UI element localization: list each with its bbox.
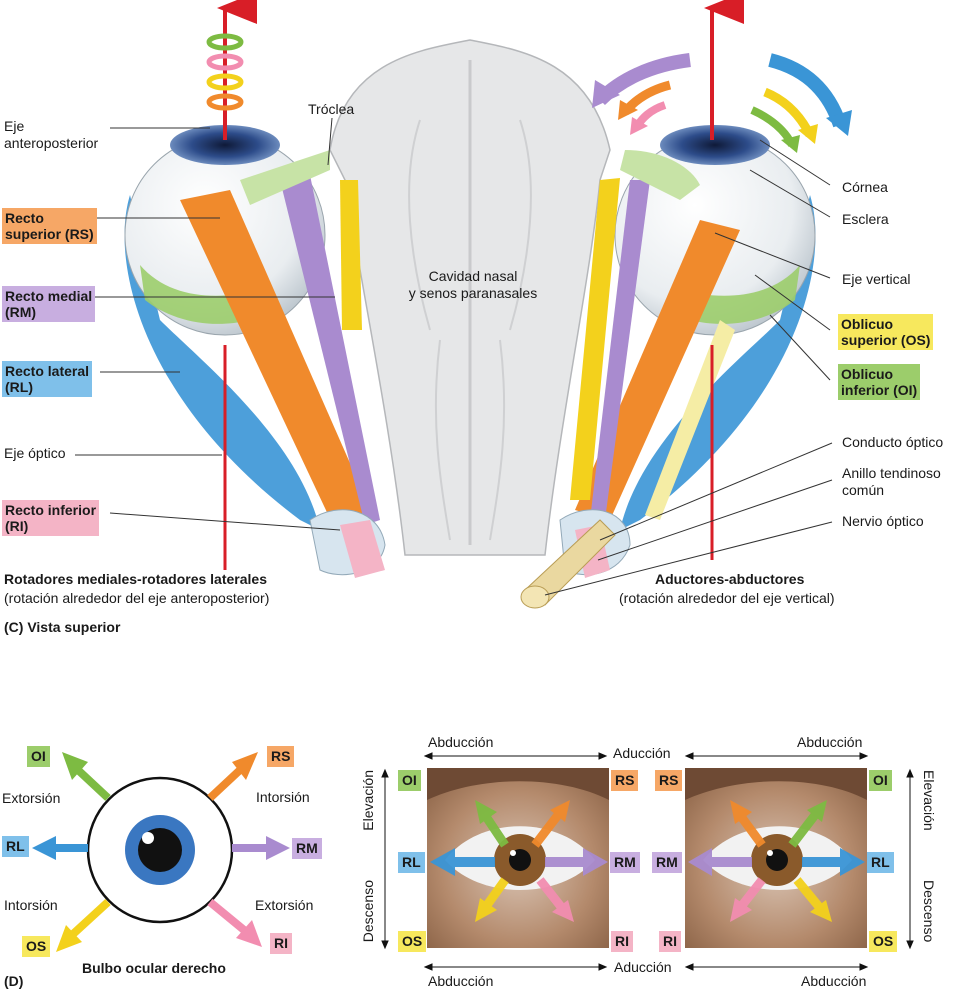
top-label-abduccion-1: Abducción xyxy=(428,734,494,750)
photo1-box-rl: RL xyxy=(398,852,425,873)
photo2-box-os: OS xyxy=(869,931,898,952)
box-os-left: OS xyxy=(22,936,51,957)
box-rl-left: RL xyxy=(2,836,29,857)
bottom-label-abduccion-1: Abducción xyxy=(428,973,494,989)
bottom-label-aduccion: Aducción xyxy=(614,959,672,975)
caption-bulbo-ocular: Bulbo ocular derecho xyxy=(82,960,226,976)
right-eye-diagram xyxy=(32,752,290,952)
photo2-box-rm: RM xyxy=(652,852,682,873)
label-eje-optico: Eje óptico xyxy=(4,445,66,461)
photo1-box-ri: RI xyxy=(611,931,633,952)
caption-view: (C) Vista superior xyxy=(4,619,121,635)
label-cavidad-nasal: Cavidad nasal y senos paranasales xyxy=(408,268,538,301)
caption-left-title: Rotadores mediales-rotadores laterales xyxy=(4,571,267,587)
panel-label-d: (D) xyxy=(4,973,24,989)
box-ri-left: RI xyxy=(270,933,292,954)
label-extorsion-1: Extorsión xyxy=(2,790,61,806)
label-eje-anteroposterior: Eje anteroposterior xyxy=(4,118,99,151)
photo1-box-os: OS xyxy=(398,931,427,952)
left-eyeball xyxy=(124,125,386,578)
tag-oblicuo-inferior: Oblicuo inferior (OI) xyxy=(838,364,921,400)
caption-right-title: Aductores-abductores xyxy=(655,571,805,587)
box-oi-left: OI xyxy=(27,746,50,767)
photo2-box-rl: RL xyxy=(867,852,894,873)
label-anillo-tendinoso: Anillo tendinoso común xyxy=(842,465,941,498)
tag-oblicuo-superior: Oblicuo superior (OS) xyxy=(838,314,934,350)
side-label-descenso-left: Descenso xyxy=(360,880,376,943)
caption-left-subtitle: (rotación alrededor del eje anteroposter… xyxy=(4,590,270,606)
photo2-box-ri: RI xyxy=(659,931,681,952)
top-label-abduccion-2: Abducción xyxy=(797,734,863,750)
photo1-box-rm: RM xyxy=(610,852,640,873)
top-label-aduccion: Aducción xyxy=(613,745,671,761)
side-label-descenso-right: Descenso xyxy=(921,880,937,943)
tag-recto-lateral: Recto lateral (RL) xyxy=(2,361,93,397)
side-label-elevacion-left: Elevación xyxy=(360,770,376,831)
label-intorsion-2: Intorsión xyxy=(4,897,58,913)
side-label-elevacion-right: Elevación xyxy=(921,770,937,831)
label-troclea: Tróclea xyxy=(308,101,355,117)
tag-recto-medial: Recto medial (RM) xyxy=(2,286,96,322)
label-conducto-optico: Conducto óptico xyxy=(842,434,944,450)
box-rs-left: RS xyxy=(267,746,295,767)
label-intorsion-1: Intorsión xyxy=(256,789,310,805)
bottom-label-abduccion-2: Abducción xyxy=(801,973,867,989)
caption-right-subtitle: (rotación alrededor del eje vertical) xyxy=(619,590,835,606)
tag-recto-inferior: Recto inferior (RI) xyxy=(2,500,100,536)
label-eje-vertical: Eje vertical xyxy=(842,271,911,287)
photo2-box-oi: OI xyxy=(869,770,892,791)
photo1-box-rs: RS xyxy=(611,770,639,791)
label-extorsion-2: Extorsión xyxy=(255,897,314,913)
tag-recto-superior: Recto superior (RS) xyxy=(2,208,97,244)
box-rm-left: RM xyxy=(292,838,322,859)
label-nervio-optico: Nervio óptico xyxy=(842,513,924,529)
label-esclera: Esclera xyxy=(842,211,889,227)
label-cornea: Córnea xyxy=(842,179,888,195)
photo2-box-rs: RS xyxy=(655,770,683,791)
photo1-box-oi: OI xyxy=(398,770,421,791)
